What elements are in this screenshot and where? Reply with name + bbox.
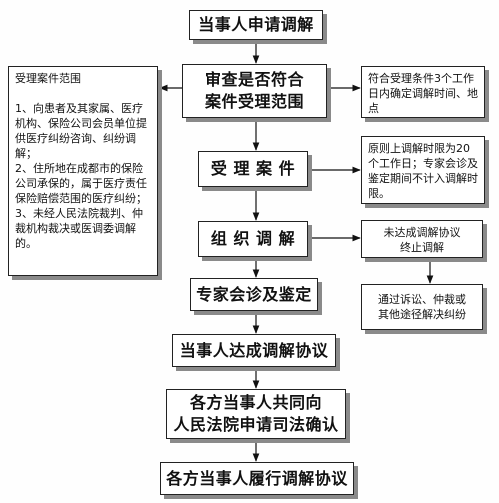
note-case-scope: 受理案件范围 1、向患者及其家属、医疗机构、保险公司会员单位提供医疗纠纷咨询、纠… — [8, 66, 158, 276]
step-accept-case: 受 理 案 件 — [198, 151, 308, 187]
note-accept-condition: 符合受理条件3个工作日内确定调解时间、地点 — [361, 66, 485, 118]
step-review-scope: 审查是否符合 案件受理范围 — [182, 64, 327, 118]
step-apply-mediation: 当事人申请调解 — [189, 10, 323, 40]
step-judicial-confirmation: 各方当事人共同向 人民法院申请司法确认 — [166, 389, 346, 439]
step-expert-consult: 专家会诊及鉴定 — [190, 278, 318, 311]
note-no-agreement: 未达成调解协议 终止调解 — [361, 220, 483, 258]
note-other-channels: 通过诉讼、仲裁或 其他途径解决纠纷 — [361, 284, 483, 330]
step-reach-agreement: 当事人达成调解协议 — [172, 334, 336, 367]
step-perform-agreement: 各方当事人履行调解协议 — [160, 462, 354, 495]
note-time-limit: 原则上调解时限为20个工作日；专家会诊及鉴定期间不计入调解时限。 — [361, 136, 485, 204]
step-organize-mediation: 组 织 调 解 — [198, 221, 308, 257]
